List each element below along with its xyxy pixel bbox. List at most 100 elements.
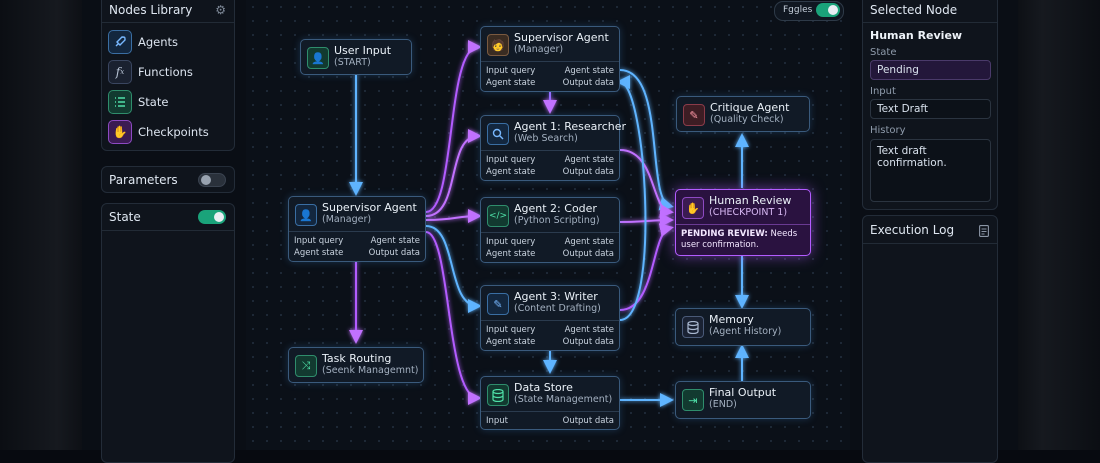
state-panel-label: State — [109, 210, 141, 224]
port-input[interactable]: Agent state — [486, 337, 536, 347]
node-title: Agent 2: Coder — [514, 202, 597, 215]
port-output[interactable]: Output data — [562, 167, 614, 177]
node-title: Data Store — [514, 381, 573, 394]
node-title: User Input — [334, 44, 392, 57]
selected-node-title: Selected Node — [870, 3, 958, 17]
port-input[interactable]: Input query — [294, 236, 344, 246]
library-item-state[interactable]: State — [108, 90, 228, 114]
state-label: State — [870, 47, 897, 58]
node-data-store[interactable]: Data Store (State Management) Input Outpu… — [480, 376, 620, 430]
hand-icon: ✋ — [682, 197, 704, 219]
nodes-library-title: Nodes Library — [109, 3, 193, 17]
log-file-icon[interactable] — [979, 222, 989, 241]
input-label: Input — [870, 86, 896, 97]
list-icon — [108, 90, 132, 114]
port-output[interactable]: Agent state — [370, 236, 420, 246]
state-panel: State — [101, 203, 235, 463]
database-icon — [682, 316, 704, 338]
canvas-toggle-switch[interactable] — [816, 3, 840, 17]
node-title: Agent 3: Writer — [514, 290, 598, 303]
gear-icon[interactable]: ⚙ — [215, 3, 226, 17]
port-output[interactable]: Agent state — [564, 325, 614, 335]
port-input[interactable]: Input query — [486, 66, 536, 76]
user-icon: 👤 — [295, 204, 317, 226]
execution-log-panel: Execution Log — [862, 215, 998, 463]
library-item-label: Checkpoints — [138, 125, 209, 139]
pencil-icon: ✎ — [487, 293, 509, 315]
port-input[interactable]: Agent state — [294, 248, 344, 258]
library-item-label: Agents — [138, 35, 179, 49]
node-researcher[interactable]: Agent 1: Researcher (Web Search) Input q… — [480, 115, 626, 181]
node-supervisor-top[interactable]: 🧑 Supervisor Agent (Manager) Input query… — [480, 26, 620, 92]
code-icon: </> — [487, 205, 509, 227]
selected-node-panel: Selected Node Human Review State Pending… — [862, 0, 998, 210]
user-icon: 👤 — [307, 47, 329, 69]
shuffle-icon: ⤨ — [295, 355, 317, 377]
parameters-label: Parameters — [109, 173, 178, 187]
workflow-canvas[interactable]: Fggles — [246, 0, 850, 450]
library-item-label: Functions — [138, 65, 193, 79]
avatar-icon: 🧑 — [487, 34, 509, 56]
port-output[interactable]: Output data — [562, 249, 614, 259]
port-input[interactable]: Agent state — [486, 167, 536, 177]
port-output[interactable]: Output data — [562, 337, 614, 347]
state-toggle[interactable] — [198, 210, 226, 224]
node-subtitle: (Quality Check) — [710, 114, 784, 125]
library-item-agents[interactable]: Agents — [108, 30, 228, 54]
history-field[interactable]: Text draft confirmation. — [870, 139, 991, 202]
port-output[interactable]: Agent state — [564, 237, 614, 247]
node-subtitle: (CHECKPOINT 1) — [709, 207, 788, 218]
status-text: Needs user confirmation. — [681, 229, 798, 250]
port-input[interactable]: Agent state — [486, 249, 536, 259]
connection-edges — [349, 40, 749, 407]
node-subtitle: (START) — [334, 57, 371, 68]
node-subtitle: (State Management) — [514, 394, 613, 405]
state-field[interactable]: Pending — [870, 60, 991, 80]
node-user-input[interactable]: 👤 User Input (START) — [300, 39, 412, 75]
node-title: Supervisor Agent — [322, 201, 417, 214]
port-output[interactable]: Output data — [562, 416, 614, 426]
parameters-toggle[interactable] — [198, 173, 226, 187]
node-memory[interactable]: Memory (Agent History) — [675, 308, 811, 346]
monitor-frame-left — [0, 0, 82, 450]
node-human-review[interactable]: ✋ Human Review (CHECKPOINT 1) PENDING RE… — [675, 189, 811, 256]
node-subtitle: (Python Scripting) — [514, 215, 600, 226]
node-final-output[interactable]: ⇥ Final Output (END) — [675, 381, 811, 419]
input-field[interactable]: Text Draft — [870, 99, 991, 119]
port-input[interactable]: Input query — [486, 237, 536, 247]
node-subtitle: (Agent History) — [709, 326, 782, 337]
port-input[interactable]: Agent state — [486, 78, 536, 88]
monitor-frame-right — [1018, 0, 1100, 450]
node-supervisor-left[interactable]: 👤 Supervisor Agent (Manager) Input query… — [288, 196, 426, 262]
port-output[interactable]: Agent state — [564, 155, 614, 165]
node-title: Human Review — [709, 194, 792, 207]
execution-log-title: Execution Log — [870, 223, 955, 237]
node-writer[interactable]: ✎ Agent 3: Writer (Content Drafting) Inp… — [480, 285, 620, 351]
hand-icon: ✋ — [108, 120, 132, 144]
node-subtitle: (END) — [709, 399, 737, 410]
node-title: Memory — [709, 313, 754, 326]
port-input[interactable]: Input query — [486, 325, 536, 335]
library-item-checkpoints[interactable]: ✋ Checkpoints — [108, 120, 228, 144]
review-status: PENDING REVIEW: Needs user confirmation. — [681, 229, 805, 251]
port-input[interactable]: Input query — [486, 155, 536, 165]
rocket-icon — [108, 30, 132, 54]
port-output[interactable]: Output data — [368, 248, 420, 258]
canvas-toggles[interactable]: Fggles — [774, 1, 844, 21]
node-task-routing[interactable]: ⤨ Task Routing (Seenk Managemnt) — [288, 347, 424, 383]
edit-icon: ✎ — [683, 104, 705, 126]
node-title: Critique Agent — [710, 101, 790, 114]
port-input[interactable]: Input — [486, 416, 509, 426]
node-critique[interactable]: ✎ Critique Agent (Quality Check) — [676, 96, 810, 132]
port-output[interactable]: Agent state — [564, 66, 614, 76]
canvas-toggle-label: Fggles — [783, 5, 813, 15]
port-output[interactable]: Output data — [562, 78, 614, 88]
node-subtitle: (Manager) — [514, 44, 564, 55]
node-coder[interactable]: </> Agent 2: Coder (Python Scripting) In… — [480, 197, 620, 263]
node-title: Final Output — [709, 386, 777, 399]
database-icon — [487, 384, 509, 406]
selected-node-name: Human Review — [870, 29, 963, 42]
